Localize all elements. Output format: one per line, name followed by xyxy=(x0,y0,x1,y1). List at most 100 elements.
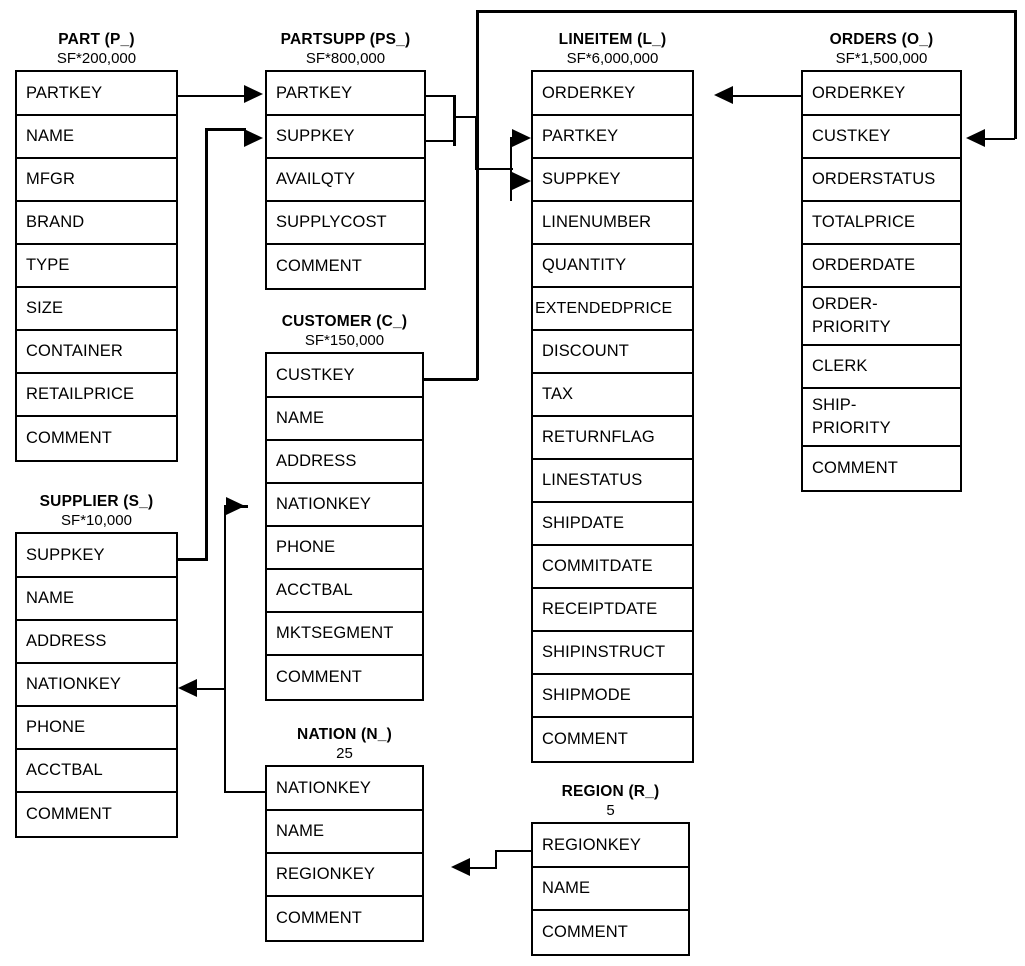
column-row[interactable]: SHIP-PRIORITY xyxy=(803,389,960,447)
column-row[interactable]: QUANTITY xyxy=(533,245,692,288)
connector-partsupp-out-partkey xyxy=(426,94,456,98)
column-row[interactable]: COMMENT xyxy=(803,447,960,490)
entity-supplier-title: SUPPLIER (S_) xyxy=(39,493,154,510)
column-row[interactable]: COMMENT xyxy=(17,417,176,460)
entity-nation-box: NATIONKEY NAME REGIONKEY COMMENT xyxy=(265,765,424,942)
arrowhead-partsupp-suppkey xyxy=(244,128,263,147)
entity-supplier: SUPPLIER (S_) SF*10,000 SUPPKEY NAME ADD… xyxy=(15,492,178,838)
arrowhead-supplier-nationkey xyxy=(178,679,197,697)
entity-orders-box: ORDERKEY CUSTKEY ORDERSTATUS TOTALPRICE … xyxy=(801,70,962,492)
column-row[interactable]: SHIPINSTRUCT xyxy=(533,632,692,675)
column-row[interactable]: MKTSEGMENT xyxy=(267,613,422,656)
entity-lineitem-title: LINEITEM (L_) xyxy=(558,31,667,48)
column-row[interactable]: TAX xyxy=(533,374,692,417)
column-row[interactable]: AVAILQTY xyxy=(267,159,424,202)
connector-supplier-partsupp-seg3 xyxy=(205,128,247,131)
column-row[interactable]: COMMITDATE xyxy=(533,546,692,589)
arrowhead-lineitem-suppkey xyxy=(512,172,531,190)
connector-region-nation-seg3 xyxy=(470,866,496,870)
column-row[interactable]: REGIONKEY xyxy=(533,824,688,868)
entity-partsupp-title: PARTSUPP (PS_) xyxy=(280,31,411,48)
column-row[interactable]: EXTENDEDPRICE xyxy=(533,288,692,331)
column-row[interactable]: COMMENT xyxy=(267,656,422,699)
connector-nation-fanout-riser xyxy=(223,505,227,793)
entity-partsupp: PARTSUPP (PS_) SF*800,000 PARTKEY SUPPKE… xyxy=(265,30,426,290)
entity-nation: NATION (N_) 25 NATIONKEY NAME REGIONKEY … xyxy=(265,725,424,942)
connector-customer-orders-seg1 xyxy=(424,378,478,381)
column-row[interactable]: PARTKEY xyxy=(17,72,176,116)
column-row[interactable]: BRAND xyxy=(17,202,176,245)
column-row[interactable]: SUPPKEY xyxy=(17,534,176,578)
entity-lineitem-cardinality: SF*6,000,000 xyxy=(566,50,659,67)
connector-region-nation-seg1 xyxy=(497,849,531,853)
connector-nation-supplier-seg xyxy=(197,687,226,691)
connector-customer-orders-seg2 xyxy=(476,10,479,380)
column-row[interactable]: COMMENT xyxy=(533,911,688,954)
entity-part-box: PARTKEY NAME MFGR BRAND TYPE SIZE CONTAI… xyxy=(15,70,178,462)
entity-part-cardinality: SF*200,000 xyxy=(56,50,137,67)
connector-supplier-partsupp-seg1 xyxy=(178,558,208,561)
entity-lineitem: LINEITEM (L_) SF*6,000,000 ORDERKEY PART… xyxy=(531,30,694,763)
column-row[interactable]: NAME xyxy=(267,398,422,441)
column-row[interactable]: SUPPLYCOST xyxy=(267,202,424,245)
column-row[interactable]: ORDERKEY xyxy=(533,72,692,116)
entity-supplier-cardinality: SF*10,000 xyxy=(61,512,132,529)
column-row[interactable]: NAME xyxy=(533,868,688,911)
entity-nation-title: NATION (N_) xyxy=(297,726,392,743)
column-row[interactable]: CUSTKEY xyxy=(803,116,960,159)
connector-nation-fanout-base xyxy=(224,790,267,794)
column-row[interactable]: COMMENT xyxy=(267,245,424,288)
column-row[interactable]: COMMENT xyxy=(17,793,176,836)
column-row[interactable]: PHONE xyxy=(17,707,176,750)
column-row[interactable]: ORDERKEY xyxy=(803,72,960,116)
column-row[interactable]: COMMENT xyxy=(267,897,422,940)
column-row[interactable]: TYPE xyxy=(17,245,176,288)
column-row[interactable]: SUPPKEY xyxy=(533,159,692,202)
column-row[interactable]: RETAILPRICE xyxy=(17,374,176,417)
entity-orders: ORDERS (O_) SF*1,500,000 ORDERKEY CUSTKE… xyxy=(801,30,962,492)
column-row[interactable]: DISCOUNT xyxy=(533,331,692,374)
column-row[interactable]: CUSTKEY xyxy=(267,354,422,398)
column-row[interactable]: ADDRESS xyxy=(17,621,176,664)
entity-customer-cardinality: SF*150,000 xyxy=(304,332,385,349)
column-row[interactable]: LINENUMBER xyxy=(533,202,692,245)
entity-region-box: REGIONKEY NAME COMMENT xyxy=(531,822,690,956)
column-row[interactable]: MFGR xyxy=(17,159,176,202)
column-row[interactable]: PHONE xyxy=(267,527,422,570)
column-row[interactable]: NAME xyxy=(267,811,422,854)
column-row[interactable]: NATIONKEY xyxy=(267,767,422,811)
column-row[interactable]: SUPPKEY xyxy=(267,116,424,159)
column-row[interactable]: CLERK xyxy=(803,346,960,389)
column-row[interactable]: ORDERSTATUS xyxy=(803,159,960,202)
connector-part-partsupp xyxy=(178,94,246,98)
column-row[interactable]: TOTALPRICE xyxy=(803,202,960,245)
column-row[interactable]: COMMENT xyxy=(533,718,692,761)
column-row[interactable]: ACCTBAL xyxy=(267,570,422,613)
entity-nation-cardinality: 25 xyxy=(336,745,353,762)
column-row[interactable]: PARTKEY xyxy=(267,72,424,116)
column-row[interactable]: NAME xyxy=(17,116,176,159)
column-row[interactable]: SIZE xyxy=(17,288,176,331)
column-row[interactable]: ACCTBAL xyxy=(17,750,176,793)
connector-partsupp-merge-v xyxy=(474,115,478,170)
column-row[interactable]: CONTAINER xyxy=(17,331,176,374)
column-row[interactable]: NATIONKEY xyxy=(17,664,176,707)
column-row[interactable]: RETURNFLAG xyxy=(533,417,692,460)
column-row[interactable]: RECEIPTDATE xyxy=(533,589,692,632)
column-row[interactable]: SHIPMODE xyxy=(533,675,692,718)
connector-partsupp-out-suppkey xyxy=(426,139,456,143)
column-row[interactable]: NATIONKEY xyxy=(267,484,422,527)
entity-customer: CUSTOMER (C_) SF*150,000 CUSTKEY NAME AD… xyxy=(265,312,424,701)
column-row[interactable]: ORDERDATE xyxy=(803,245,960,288)
column-row[interactable]: ADDRESS xyxy=(267,441,422,484)
column-row[interactable]: REGIONKEY xyxy=(267,854,422,897)
column-row[interactable]: ORDER-PRIORITY xyxy=(803,288,960,346)
arrowhead-orders-custkey xyxy=(966,129,985,147)
connector-orders-lineitem xyxy=(733,94,801,98)
column-row[interactable]: LINESTATUS xyxy=(533,460,692,503)
column-row[interactable]: SHIPDATE xyxy=(533,503,692,546)
column-row[interactable]: PARTKEY xyxy=(533,116,692,159)
connector-partsupp-out-suppkey-v xyxy=(453,139,456,146)
column-row[interactable]: NAME xyxy=(17,578,176,621)
